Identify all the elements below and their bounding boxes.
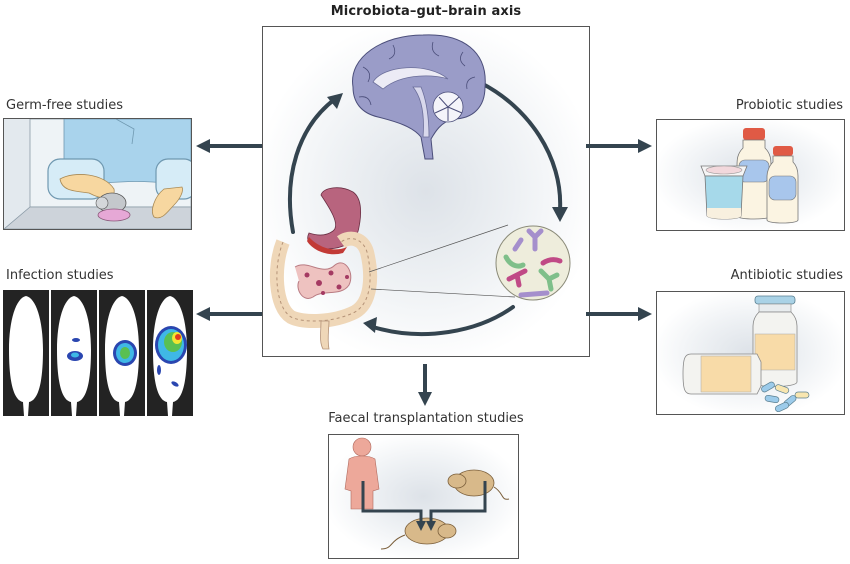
infection-illustration bbox=[3, 290, 193, 416]
panel-faecal bbox=[328, 434, 519, 559]
panel-antibiotic bbox=[656, 291, 845, 415]
probiotic-illustration bbox=[700, 128, 799, 224]
arrowhead-up-icon bbox=[327, 93, 343, 109]
germ-free-illustration bbox=[4, 119, 191, 229]
panel-label-antibiotic: Antibiotic studies bbox=[730, 268, 843, 283]
arrowhead-left-icon bbox=[363, 317, 377, 333]
intestines-illustration bbox=[269, 231, 378, 350]
mouse-donor bbox=[447, 469, 510, 500]
arrow-to-faecal bbox=[418, 364, 432, 406]
panel-label-germ-free: Germ-free studies bbox=[6, 98, 124, 113]
panel-infection bbox=[3, 290, 193, 416]
cycle-arrow-brain-to-microbiota bbox=[479, 81, 563, 212]
panel-label-probiotic: Probiotic studies bbox=[735, 98, 843, 113]
central-panel bbox=[262, 26, 590, 357]
arrow-to-probiotic bbox=[586, 139, 652, 153]
arrow-to-antibiotic bbox=[586, 307, 652, 321]
brain-illustration bbox=[352, 34, 486, 160]
figure-title: Microbiota–gut–brain axis bbox=[330, 4, 522, 19]
cycle-arrow-microbiota-to-gut bbox=[371, 305, 515, 337]
panel-label-faecal: Faecal transplantation studies bbox=[328, 411, 524, 426]
panel-germ-free bbox=[3, 118, 192, 230]
microbiota-circle bbox=[495, 225, 571, 301]
mouse-recipient bbox=[380, 517, 457, 550]
cycle-arrow-gut-to-brain bbox=[288, 97, 337, 234]
arrow-to-infection bbox=[196, 307, 262, 321]
arrowhead-down-icon bbox=[552, 207, 568, 222]
arrow-to-germ-free bbox=[196, 139, 262, 153]
panel-probiotic bbox=[656, 119, 845, 231]
faecal-illustration bbox=[344, 437, 510, 550]
magnifier-line bbox=[368, 224, 509, 273]
magnifier-line bbox=[370, 288, 516, 298]
antibiotic-illustration bbox=[682, 295, 810, 413]
panel-label-infection: Infection studies bbox=[6, 268, 114, 283]
